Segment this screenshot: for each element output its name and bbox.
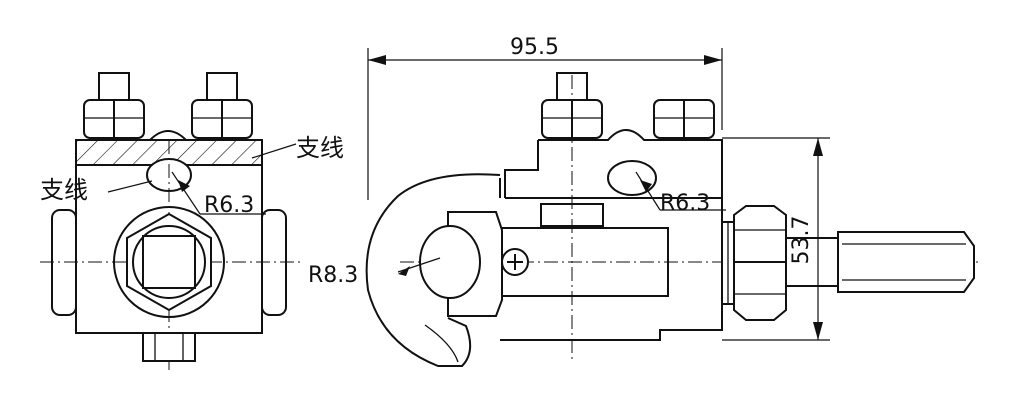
dimension-height — [722, 137, 830, 341]
left-end-view — [40, 72, 300, 372]
right-bolt-2 — [653, 99, 715, 139]
dimension-width — [367, 48, 723, 200]
left-bolt-1 — [83, 72, 145, 139]
height-dimension-label: 53.7 — [789, 216, 814, 265]
radius-label-right: R6.3 — [660, 191, 710, 216]
radius-label-hook: R8.3 — [308, 263, 358, 288]
width-dimension-label: 95.5 — [510, 35, 559, 60]
right-side-view — [365, 72, 978, 367]
left-bolt-2 — [191, 72, 253, 139]
branch-line-label-left: 支线 — [40, 176, 88, 204]
branch-line-label-top: 支线 — [296, 134, 344, 162]
radius-label-left: R6.3 — [204, 193, 254, 218]
